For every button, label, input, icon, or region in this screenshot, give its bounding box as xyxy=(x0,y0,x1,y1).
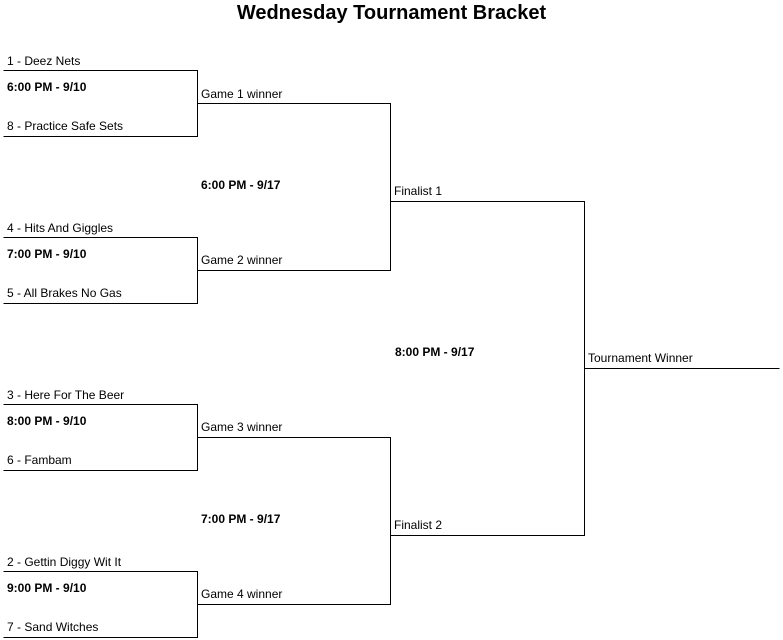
game1-time: 6:00 PM - 9/10 xyxy=(7,80,87,94)
game4-time: 9:00 PM - 9/10 xyxy=(7,581,87,595)
game2-time: 7:00 PM - 9/10 xyxy=(7,247,87,261)
semi1-time: 6:00 PM - 9/17 xyxy=(201,178,281,192)
semi2-time: 7:00 PM - 9/17 xyxy=(201,512,281,526)
game1-team-bottom: 8 - Practice Safe Sets xyxy=(7,119,124,133)
game3-time: 8:00 PM - 9/10 xyxy=(7,414,87,428)
finalist1-label: Finalist 1 xyxy=(394,184,443,198)
game4-winner-label: Game 4 winner xyxy=(201,587,283,601)
game3-winner-label: Game 3 winner xyxy=(201,420,283,434)
game4-team-bottom: 7 - Sand Witches xyxy=(7,620,99,634)
finalist2-label: Finalist 2 xyxy=(394,518,443,532)
final-time: 8:00 PM - 9/17 xyxy=(395,345,475,359)
semi2-bracket-line xyxy=(197,437,391,605)
tournament-winner-label: Tournament Winner xyxy=(588,351,693,365)
game4-team-top: 2 - Gettin Diggy Wit It xyxy=(7,555,122,569)
game2-team-top: 4 - Hits And Giggles xyxy=(7,221,114,235)
final-bracket-line xyxy=(390,201,585,536)
game3-team-top: 3 - Here For The Beer xyxy=(7,388,125,402)
game2-team-bottom: 5 - All Brakes No Gas xyxy=(7,286,122,300)
page-title: Wednesday Tournament Bracket xyxy=(236,2,547,24)
game2-winner-label: Game 2 winner xyxy=(201,253,283,267)
game1-team-top: 1 - Deez Nets xyxy=(7,54,81,68)
game3-team-bottom: 6 - Fambam xyxy=(7,453,72,467)
semi1-bracket-line xyxy=(197,103,391,271)
game1-winner-label: Game 1 winner xyxy=(201,87,283,101)
